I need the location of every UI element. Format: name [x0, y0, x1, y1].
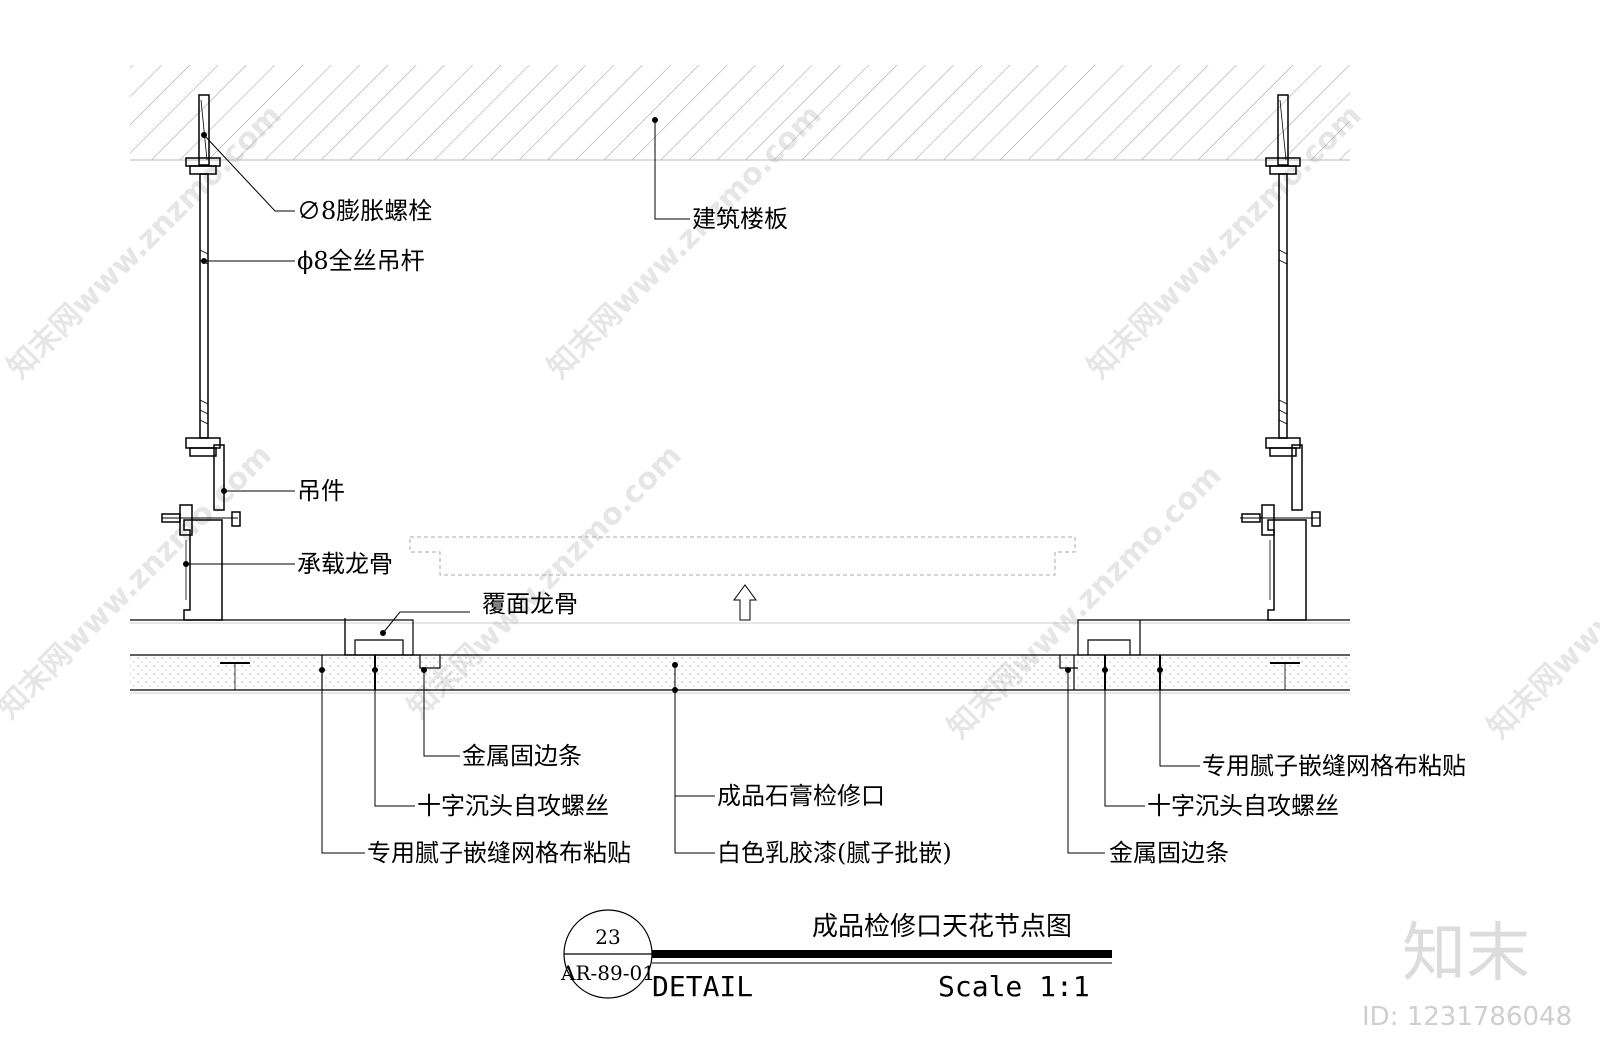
detail-word: DETAIL [652, 970, 753, 1003]
label-metal-edge-left: 金属固边条 [462, 742, 582, 770]
label-access-panel: 成品石膏检修口 [717, 782, 885, 810]
watermark-text-6: 知末网www.znzmo.com [941, 458, 1229, 746]
label-threaded-rod: ϕ8全丝吊杆 [297, 247, 425, 275]
title-block: 23 AR-89-01 成品检修口天花节点图 DETAIL Scale 1:1 [560, 909, 1112, 1003]
label-latex-paint: 白色乳胶漆(腻子批嵌) [717, 839, 952, 867]
sheet-ref: AR-89-01 [560, 961, 655, 985]
label-floor-slab: 建筑楼板 [692, 205, 788, 233]
label-metal-edge-right: 金属固边条 [1109, 839, 1229, 867]
ceiling-boards [130, 619, 1350, 694]
label-cover-keel: 覆面龙骨 [482, 590, 578, 618]
access-panel [344, 536, 1141, 669]
label-tape-right: 专用腻子嵌缝网格布粘贴 [1202, 752, 1466, 780]
detail-number: 23 [595, 925, 620, 949]
label-main-keel: 承载龙骨 [297, 550, 393, 578]
label-hanger: 吊件 [297, 477, 345, 505]
scale-text: Scale 1:1 [938, 970, 1090, 1003]
right-hanger-assembly [1240, 94, 1321, 621]
drawing-title: 成品检修口天花节点图 [812, 912, 1072, 942]
brand-watermark: 知末 ID: 1231786048 [1362, 917, 1572, 1032]
label-tape-left: 专用腻子嵌缝网格布粘贴 [367, 839, 631, 867]
left-hanger-assembly [161, 94, 241, 621]
brand-logo-text: 知末 [1402, 917, 1530, 991]
label-screw-right: 十字沉头自攻螺丝 [1147, 792, 1339, 820]
label-screw-left: 十字沉头自攻螺丝 [417, 792, 609, 820]
image-id: ID: 1231786048 [1362, 1002, 1572, 1032]
leader-lines [183, 117, 1200, 854]
label-expansion-bolt: ∅8膨胀螺栓 [297, 197, 432, 225]
annotation-labels: ∅8膨胀螺栓 建筑楼板 ϕ8全丝吊杆 吊件 承载龙骨 覆面龙骨 金属固边条 十字… [297, 197, 1466, 867]
title-bar [652, 950, 1112, 958]
watermark-text-7: 知末网www.znzmo.com [1481, 458, 1600, 746]
floor-slab [130, 65, 1350, 161]
watermark-layer: 知末网www.znzmo.com 知末网www.znzmo.com 知末网www… [0, 98, 1600, 746]
